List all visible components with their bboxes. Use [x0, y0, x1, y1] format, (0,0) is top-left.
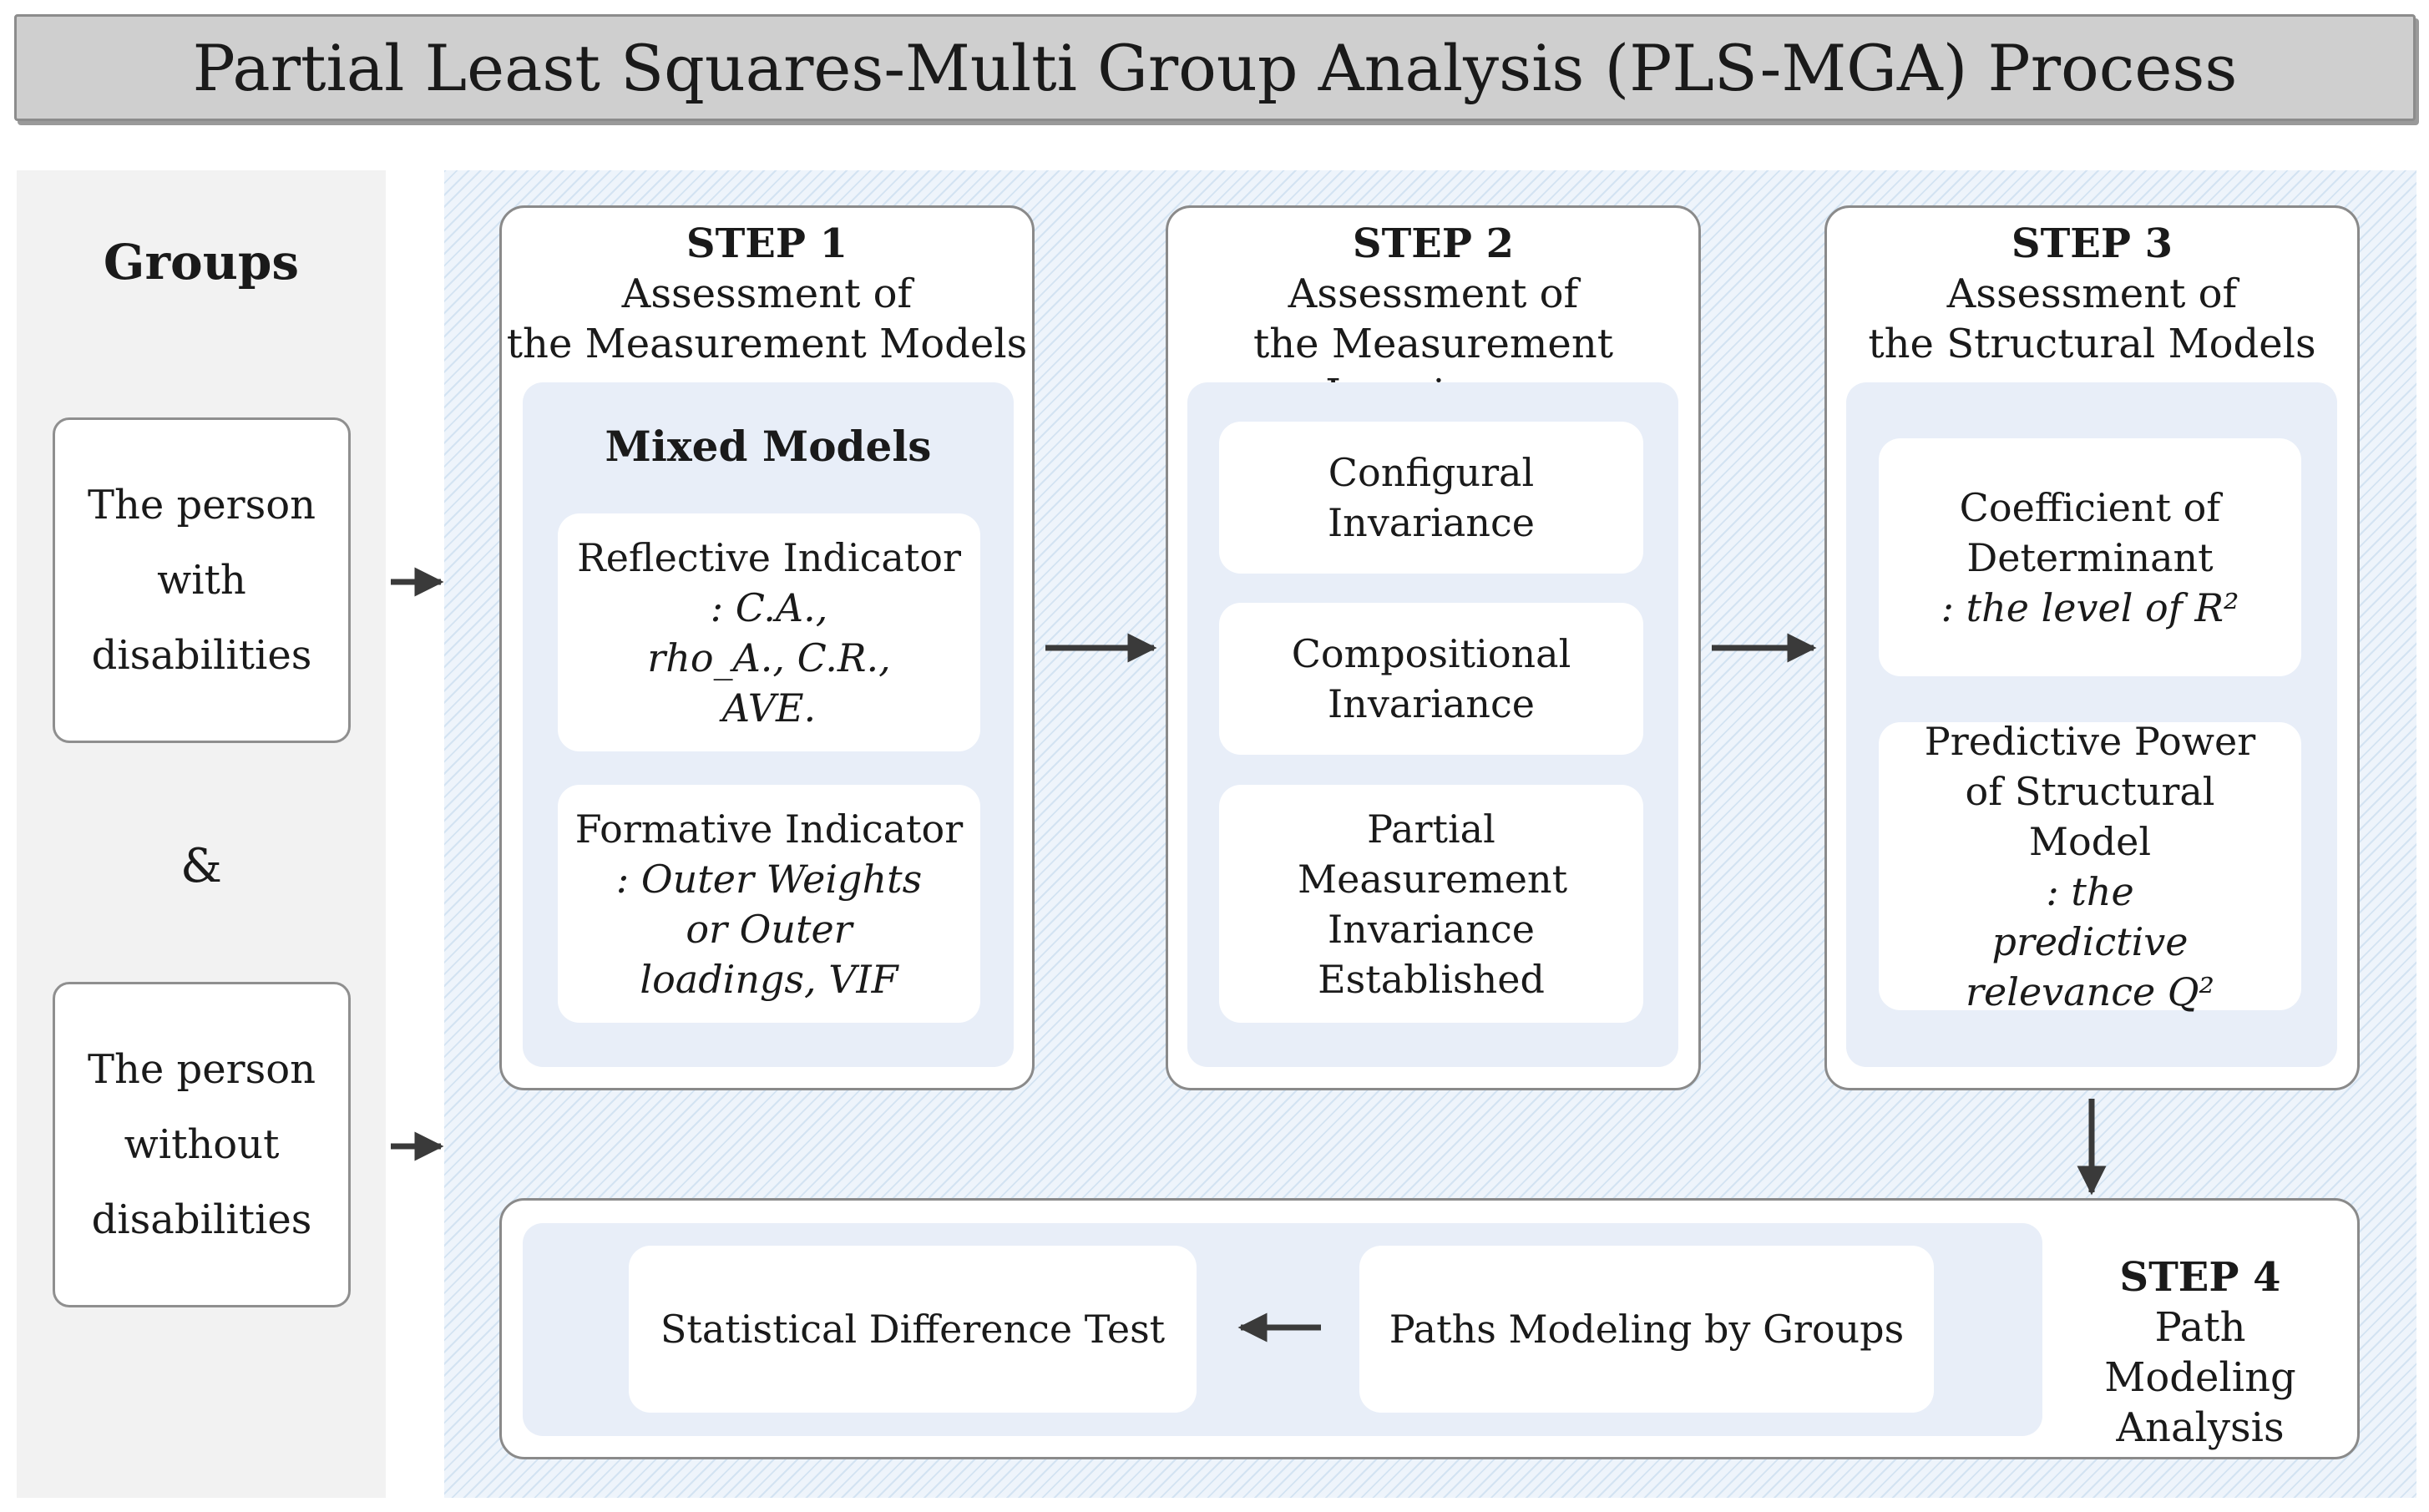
- mixed-models-title: Mixed Models: [605, 422, 932, 471]
- statistical-difference-test-box: Statistical Difference Test: [629, 1246, 1197, 1413]
- step4-title-line1: Path Modeling: [2104, 1304, 2296, 1401]
- group-without-disabilities: The person without disabilities: [53, 982, 351, 1307]
- reflective-indicator-detail: : C.A., rho_A., C.R., AVE.: [647, 584, 891, 731]
- predictive-power-box: Predictive Power of Structural Model : t…: [1879, 719, 2301, 1014]
- formative-indicator-box: Formative Indicator : Outer Weights or O…: [558, 785, 980, 1023]
- ampersand: &: [180, 839, 222, 893]
- step4-label: STEP 4: [2119, 1254, 2281, 1301]
- step2-title-line1: Assessment of: [1288, 271, 1579, 317]
- predictive-power-detail: : the predictive relevance Q²: [1966, 868, 2214, 1014]
- partial-measurement-invariance-box: Partial Measurement Invariance Establish…: [1219, 785, 1643, 1023]
- partial-measurement-invariance-label: Partial Measurement Invariance Establish…: [1298, 806, 1568, 1002]
- reflective-indicator-name: Reflective Indicator: [577, 534, 961, 580]
- paths-modeling-by-groups-label: Paths Modeling by Groups: [1389, 1307, 1905, 1352]
- step1-title-line1: Assessment of: [621, 271, 913, 317]
- configural-invariance-box: Configural Invariance: [1219, 422, 1643, 574]
- group-with-label: The person with disabilities: [87, 482, 316, 679]
- step1-title-line2: the Measurement Models: [506, 321, 1028, 367]
- groups-heading: Groups: [103, 234, 300, 291]
- step1-label: STEP 1: [686, 220, 848, 267]
- predictive-power-label: Predictive Power of Structural Model: [1924, 718, 2256, 864]
- step1-header: STEP 1 Assessment of the Measurement Mod…: [499, 219, 1035, 369]
- group-without-label: The person without disabilities: [87, 1046, 316, 1243]
- page-title: Partial Least Squares-Multi Group Analys…: [14, 14, 2416, 121]
- configural-invariance-label: Configural Invariance: [1328, 450, 1535, 545]
- group-with-disabilities: The person with disabilities: [53, 417, 351, 743]
- formative-indicator-name: Formative Indicator: [574, 806, 964, 852]
- step3-header: STEP 3 Assessment of the Structural Mode…: [1824, 219, 2360, 369]
- step2-label: STEP 2: [1352, 220, 1515, 267]
- compositional-invariance-box: Compositional Invariance: [1219, 603, 1643, 755]
- paths-modeling-by-groups-box: Paths Modeling by Groups: [1359, 1246, 1934, 1413]
- step3-label: STEP 3: [2011, 220, 2173, 267]
- step4-title-line2: Analysis: [2116, 1404, 2285, 1451]
- statistical-difference-test-label: Statistical Difference Test: [660, 1307, 1166, 1352]
- coefficient-determinant-detail: : the level of R²: [1941, 584, 2239, 630]
- coefficient-determinant-box: Coefficient of Determinant : the level o…: [1879, 438, 2301, 676]
- step4-header: STEP 4 Path Modeling Analysis: [2062, 1252, 2338, 1453]
- step3-title-line1: Assessment of: [1946, 271, 2238, 317]
- compositional-invariance-label: Compositional Invariance: [1291, 631, 1571, 726]
- formative-indicator-detail: : Outer Weights or Outer loadings, VIF: [615, 856, 923, 1002]
- reflective-indicator-box: Reflective Indicator : C.A., rho_A., C.R…: [558, 513, 980, 751]
- coefficient-determinant-label: Coefficient of Determinant: [1959, 484, 2221, 580]
- step3-title-line2: the Structural Models: [1868, 321, 2316, 367]
